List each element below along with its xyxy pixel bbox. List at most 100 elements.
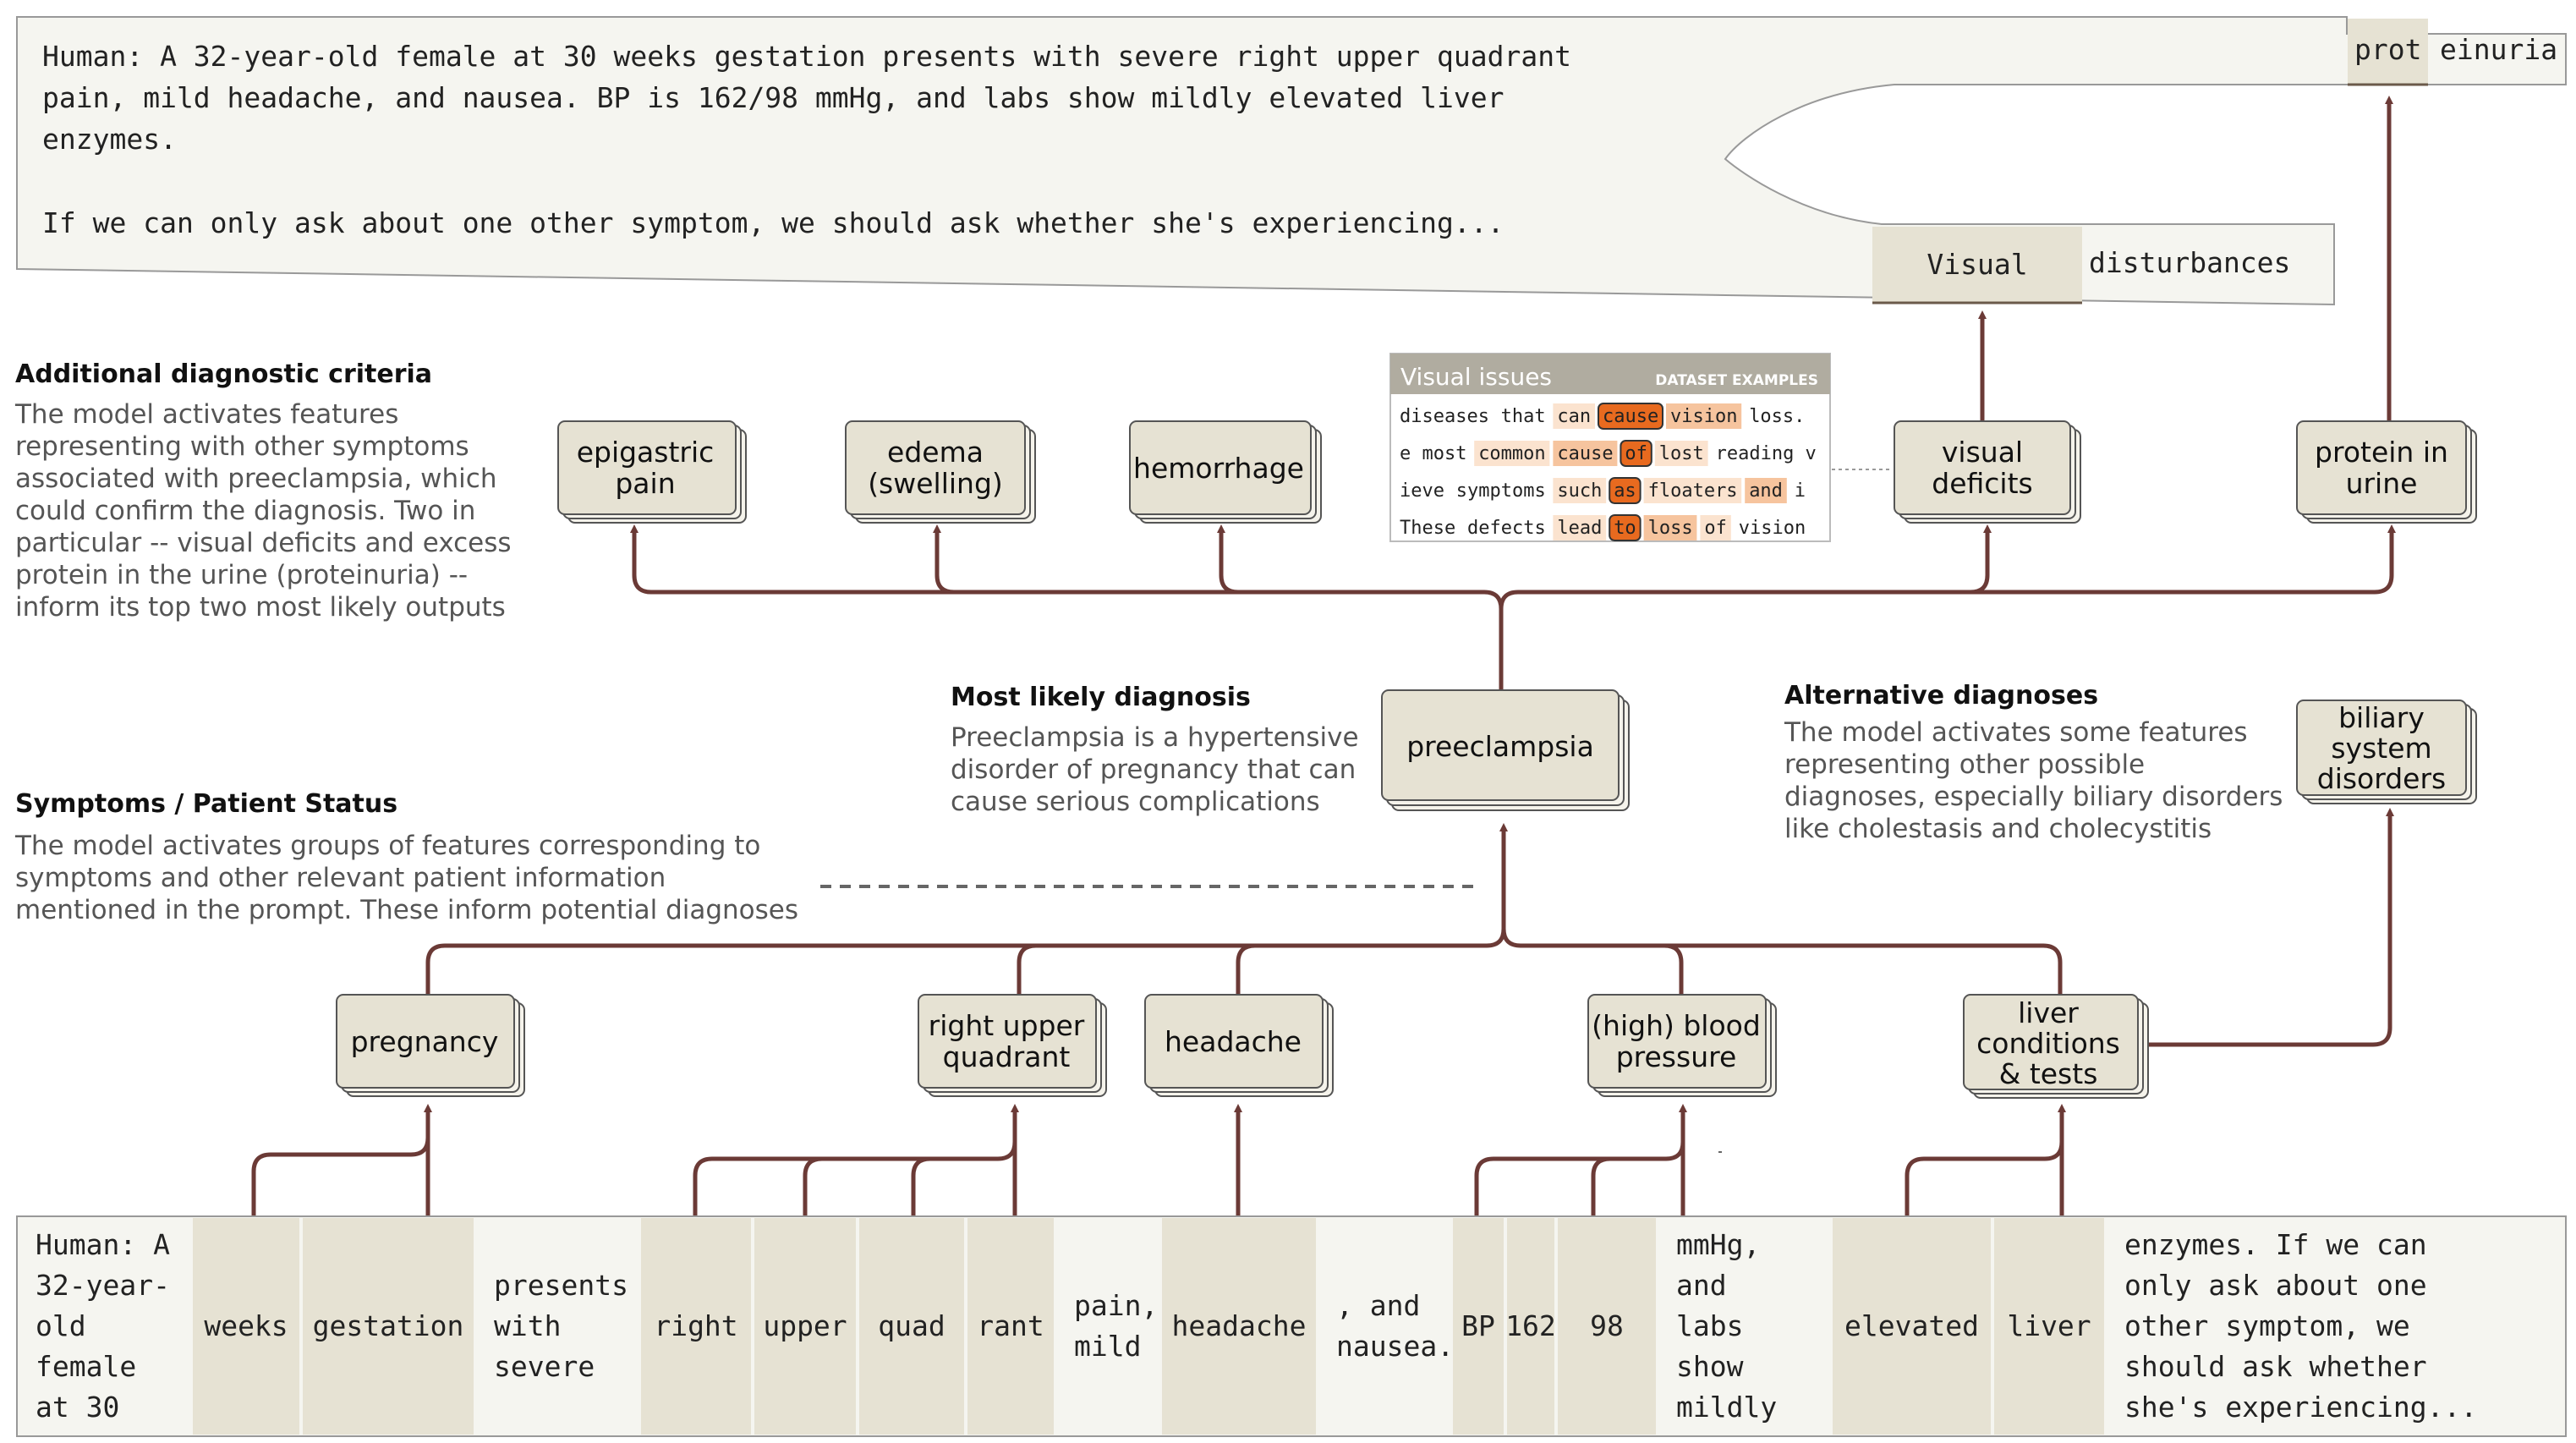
examples-header: [1390, 354, 1830, 394]
example-activation: [1609, 514, 1642, 541]
prompt-panel: Human: A 32-year-old female at 30 weeks …: [16, 16, 2567, 306]
example-token: common: [1478, 443, 1545, 464]
node-label: pregnancy: [351, 1025, 499, 1058]
node-hemorrhage[interactable]: hemorrhage: [1129, 420, 1322, 524]
section-line: symptoms and other relevant patient info…: [15, 863, 666, 893]
example-token: as: [1614, 480, 1636, 502]
token-text: mildly: [1676, 1391, 1777, 1424]
node-label: protein in: [2315, 436, 2448, 469]
example-activation: [1700, 515, 1731, 540]
example-token: to: [1614, 518, 1636, 539]
node-right-upper-quadrant[interactable]: right upper quadrant: [918, 994, 1107, 1097]
node-visual-deficits[interactable]: visual deficits: [1894, 420, 2081, 524]
token-text: rant: [977, 1309, 1044, 1342]
example-activation: [1745, 478, 1787, 503]
prompt-line-2: pain, mild headache, and nausea. BP is 1…: [42, 81, 1504, 114]
edge-upper-to-ruq: [803, 1156, 823, 1218]
example-token: loss.: [1749, 406, 1805, 427]
node-high-blood-pressure[interactable]: (high) blood pressure: [1587, 994, 1777, 1097]
section-line: The model activates features: [14, 399, 398, 430]
examples-title: Visual issues: [1400, 363, 1552, 391]
node-label: hemorrhage: [1133, 452, 1304, 485]
node-preeclampsia[interactable]: preeclampsia: [1381, 689, 1630, 811]
token-text: weeks: [204, 1309, 288, 1342]
node-pregnancy[interactable]: pregnancy: [336, 994, 525, 1097]
section-line: protein in the urine (proteinuria) --: [15, 560, 468, 590]
token-text: gestation: [313, 1309, 464, 1342]
example-token: of: [1704, 518, 1727, 539]
token: headache: [1162, 1218, 1316, 1435]
token-text: mmHg,: [1676, 1228, 1760, 1261]
section-line: representing with other symptoms: [15, 431, 469, 462]
token: right: [641, 1218, 751, 1435]
token-highlight: [193, 1218, 299, 1435]
node-label: & tests: [1999, 1057, 2098, 1090]
section-criteria: Additional diagnostic criteria The model…: [14, 359, 512, 623]
token-highlight: [303, 1218, 474, 1435]
node-label: liver: [2018, 996, 2079, 1029]
output-second-token-1: Visual: [1927, 248, 2027, 281]
token-highlight: [1994, 1218, 2104, 1435]
token-highlight: [1558, 1218, 1656, 1435]
token-text: upper: [763, 1309, 847, 1342]
node-epigastric[interactable]: epigastric pain: [557, 420, 747, 524]
example-token: cause: [1603, 406, 1658, 427]
example-token: diseases: [1400, 406, 1489, 427]
example-activation: [1609, 477, 1642, 504]
node-liver-conditions[interactable]: liver conditions & tests: [1963, 994, 2149, 1099]
edge-right-to-ruq: [693, 1104, 1019, 1218]
example-token: e most: [1400, 443, 1466, 464]
node-label: visual: [1942, 436, 2023, 469]
section-line: mentioned in the prompt. These inform po…: [15, 895, 798, 925]
example-activation: [1654, 441, 1708, 466]
token-text: severe: [494, 1350, 595, 1383]
token-text: 98: [1590, 1309, 1624, 1342]
example-token: lost: [1659, 443, 1704, 464]
node-label: disorders: [2317, 762, 2447, 795]
token: upper: [754, 1218, 856, 1435]
token-text: , and: [1336, 1289, 1420, 1322]
example-activation: [1553, 441, 1618, 466]
section-title: Alternative diagnoses: [1784, 681, 2098, 711]
examples-tag: DATASET EXAMPLES: [1655, 372, 1818, 389]
section-line: could confirm the diagnosis. Two in: [15, 496, 475, 526]
node-label: deficits: [1932, 467, 2032, 500]
example-token: vision: [1739, 518, 1806, 539]
token-text: with: [494, 1309, 561, 1342]
token-text: headache: [1172, 1309, 1307, 1342]
node-label: urine: [2346, 467, 2418, 500]
node-label: headache: [1165, 1025, 1302, 1058]
section-line: The model activates some features: [1784, 717, 2248, 748]
token-highlight: [1162, 1218, 1316, 1435]
token-text: old: [36, 1309, 86, 1342]
node-label: pressure: [1616, 1040, 1737, 1073]
node-biliary[interactable]: biliary system disorders: [2296, 700, 2477, 804]
token-text: she's experiencing...: [2124, 1391, 2477, 1424]
example-token: loss: [1648, 518, 1693, 539]
edge-pre-to-hemorrhage: [954, 524, 1239, 595]
edge-bp-to-pre: [1501, 928, 1684, 994]
token-text: show: [1676, 1350, 1744, 1383]
token-text: quad: [878, 1309, 945, 1342]
example-token: cause: [1557, 443, 1613, 464]
node-label: edema: [887, 436, 984, 469]
token-text: 32-year-: [36, 1269, 170, 1302]
node-headache[interactable]: headache: [1144, 994, 1334, 1097]
node-edema[interactable]: edema (swelling): [845, 420, 1036, 524]
edge-quad-to-ruq: [911, 1156, 931, 1218]
section-line: representing other possible: [1784, 749, 2145, 780]
section-title: Most likely diagnosis: [951, 683, 1251, 712]
token-highlight: [859, 1218, 964, 1435]
example-token: defects: [1467, 518, 1546, 539]
token: weeks: [193, 1218, 299, 1435]
node-protein[interactable]: protein in urine: [2296, 420, 2477, 524]
edge-elevated-to-liver: [1905, 1104, 2066, 1218]
example-activation: [1553, 478, 1607, 503]
